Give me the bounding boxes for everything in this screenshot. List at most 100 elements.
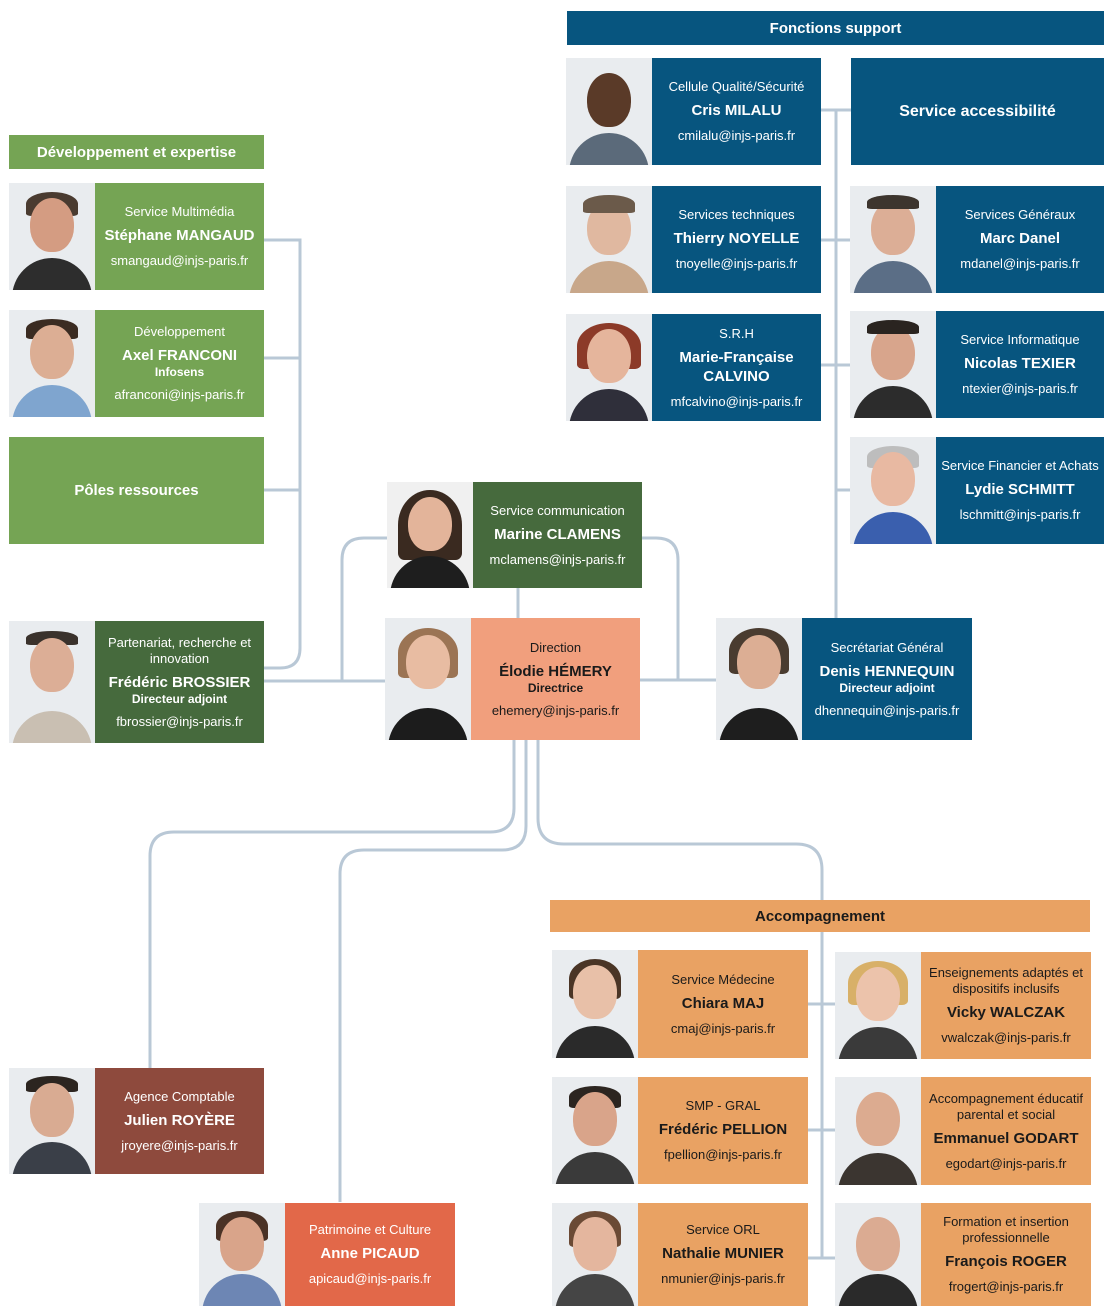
person-name: Chiara MAJ — [681, 994, 765, 1012]
header-accompagnement: Accompagnement — [550, 900, 1090, 932]
photo-maj — [552, 950, 638, 1058]
person-name: Marie-Française CALVINO — [679, 348, 794, 385]
service-label: Service Financier et Achats — [941, 458, 1099, 473]
person-name: Nathalie MUNIER — [662, 1245, 784, 1262]
service-label: Partenariat, recherche et innovation — [107, 634, 252, 666]
email-link[interactable]: egodart@injs-paris.fr — [945, 1155, 1067, 1171]
person-name: François ROGER — [945, 1253, 1067, 1270]
email-link[interactable]: jroyere@injs-paris.fr — [121, 1137, 238, 1153]
photo-calvino — [566, 314, 652, 421]
service-label: Services Généraux — [964, 207, 1076, 222]
photo-godart — [835, 1077, 921, 1185]
service-label: Agence Comptable — [124, 1088, 235, 1104]
person-name: Emmanuel GODART — [933, 1129, 1079, 1147]
service-label: Secrétariat Général — [830, 639, 944, 655]
service-label: Service Médecine — [671, 971, 775, 987]
email-link[interactable]: mdanel@injs-paris.fr — [960, 256, 1080, 271]
photo-schmitt — [850, 437, 936, 544]
service-label: Service Informatique — [960, 332, 1080, 347]
photo-texier — [850, 311, 936, 418]
service-label: Développement — [133, 324, 226, 339]
service-label: Service communication — [490, 502, 625, 518]
email-link[interactable]: afranconi@injs-paris.fr — [114, 387, 245, 402]
service-label: Service Multimédia — [124, 204, 235, 219]
photo-milalu — [566, 58, 652, 165]
email-link[interactable]: nmunier@injs-paris.fr — [661, 1271, 785, 1286]
email-link[interactable]: tnoyelle@injs-paris.fr — [675, 256, 798, 271]
email-link[interactable]: dhennequin@injs-paris.fr — [814, 702, 960, 718]
email-link[interactable]: mfcalvino@injs-paris.fr — [670, 393, 803, 409]
service-label: Services techniques — [678, 207, 795, 222]
person-name: Frédéric PELLION — [658, 1121, 788, 1138]
photo-roger — [835, 1203, 921, 1306]
person-name: Nicolas TEXIER — [964, 355, 1076, 372]
photo-hennequin — [716, 618, 802, 740]
service-label: Service ORL — [686, 1222, 760, 1237]
email-link[interactable]: smangaud@injs-paris.fr — [110, 253, 249, 268]
photo-brossier — [9, 621, 95, 743]
person-subtitle: Directeur adjoint — [839, 680, 935, 695]
person-name: Axel FRANCONI — [121, 347, 237, 364]
person-name: Marine CLAMENS — [494, 525, 621, 543]
email-link[interactable]: cmaj@injs-paris.fr — [670, 1020, 776, 1036]
email-link[interactable]: fpellion@injs-paris.fr — [664, 1147, 782, 1162]
email-link[interactable]: ehemery@injs-paris.fr — [491, 702, 620, 718]
email-link[interactable]: vwalczak@injs-paris.fr — [941, 1030, 1071, 1045]
person-name: Cris MILALU — [691, 102, 782, 119]
person-name: Marc Danel — [979, 230, 1061, 247]
card-munier: Service ORL Nathalie MUNIER nmunier@injs-p… — [552, 1203, 808, 1306]
email-link[interactable]: ntexier@injs-paris.fr — [962, 381, 1078, 396]
person-name: Anne PICAUD — [320, 1245, 420, 1262]
email-link[interactable]: frogert@injs-paris.fr — [948, 1279, 1064, 1294]
photo-munier — [552, 1203, 638, 1306]
email-link[interactable]: mclamens@injs-paris.fr — [489, 551, 626, 567]
service-label: Enseignements adaptés et dispositifs inc… — [929, 965, 1083, 996]
person-name: Thierry NOYELLE — [673, 230, 800, 247]
header-fonctions-support: Fonctions support — [567, 11, 1104, 45]
person-subtitle: Directeur adjoint — [131, 691, 228, 706]
person-name: Frédéric BROSSIER — [108, 673, 251, 691]
service-label: Cellule Qualité/Sécurité — [668, 79, 805, 94]
photo-royere — [9, 1068, 95, 1174]
email-link[interactable]: fbrossier@injs-paris.fr — [116, 713, 243, 729]
person-name: Denis HENNEQUIN — [819, 662, 955, 680]
service-label: Formation et insertion professionnelle — [943, 1214, 1069, 1245]
photo-mangaud — [9, 183, 95, 290]
header-developpement-expertise: Développement et expertise — [9, 135, 264, 169]
email-link[interactable]: lschmitt@injs-paris.fr — [959, 507, 1081, 522]
email-link[interactable]: apicaud@injs-paris.fr — [308, 1271, 432, 1286]
person-name: Julien ROYÈRE — [124, 1111, 235, 1129]
photo-walczak — [835, 952, 921, 1059]
photo-franconi — [9, 310, 95, 417]
service-label: SMP - GRAL — [685, 1098, 761, 1113]
person-name: Vicky WALCZAK — [946, 1004, 1066, 1021]
person-subtitle: Directrice — [527, 680, 584, 695]
photo-hemery — [385, 618, 471, 740]
photo-clamens — [387, 482, 473, 588]
card-pellion: SMP - GRAL Frédéric PELLION fpellion@injs-… — [552, 1077, 808, 1184]
email-link[interactable]: cmilalu@injs-paris.fr — [677, 128, 796, 143]
service-label: Patrimoine et Culture — [308, 1222, 432, 1237]
person-name: Stéphane MANGAUD — [104, 227, 255, 244]
card-godart: Accompagnement éducatif parental et soci… — [835, 1077, 1091, 1185]
service-label: Direction — [529, 639, 582, 655]
person-name: Élodie HÉMERY — [499, 662, 612, 680]
photo-danel — [850, 186, 936, 293]
photo-picaud — [199, 1203, 285, 1306]
